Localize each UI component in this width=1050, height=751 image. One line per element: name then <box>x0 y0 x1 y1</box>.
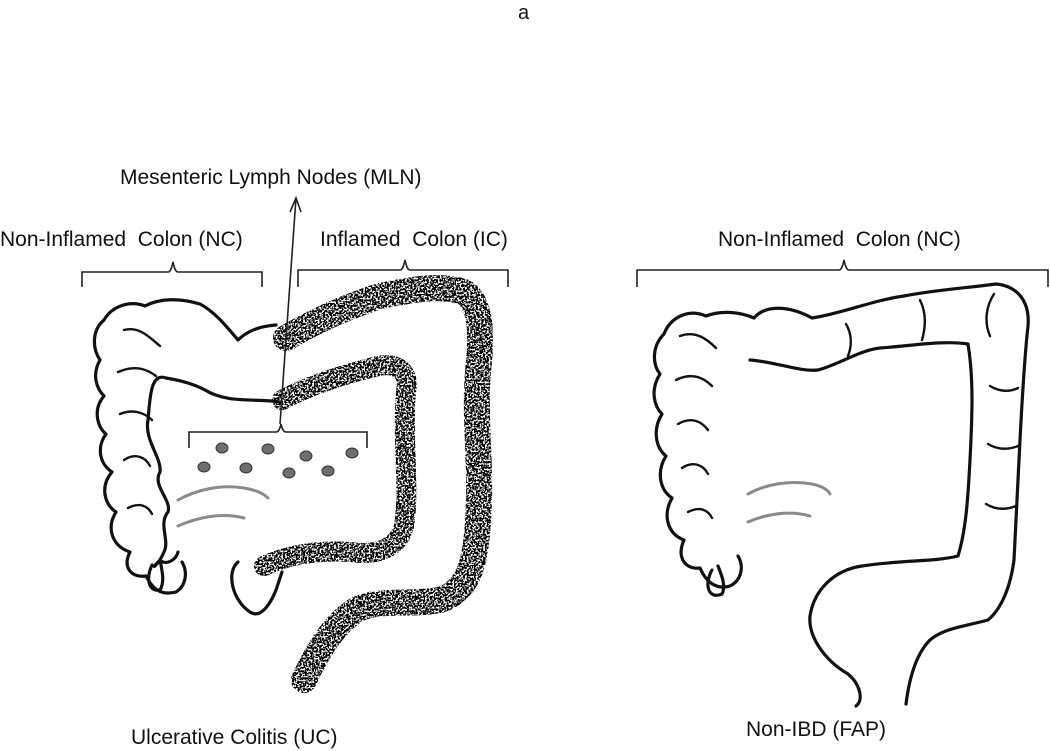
uc-inflamed-colon <box>254 275 494 693</box>
uc-brackets <box>81 259 509 448</box>
lymph-node <box>299 450 313 462</box>
uc-haustra <box>116 328 162 516</box>
fap-caption: Non-IBD (FAP) <box>746 718 887 741</box>
lymph-node <box>215 442 229 454</box>
uc-non-inflamed-label: Non-Inflamed Colon (NC) <box>0 228 243 251</box>
uc-ascending-colon-outline <box>92 298 284 616</box>
uc-inflamed-outer-wall <box>273 275 494 693</box>
uc-inflamed-label: Inflamed Colon (IC) <box>320 228 508 251</box>
uc-inflamed-inner-wall <box>254 355 417 576</box>
fap-haustra <box>674 292 1020 520</box>
fap-colon-outer-outline <box>652 282 1030 708</box>
lymph-node <box>261 443 275 455</box>
fap-colon <box>652 282 1030 708</box>
fap-vessels <box>746 480 832 524</box>
uc-colon <box>92 298 284 616</box>
uc-caption: Ulcerative Colitis (UC) <box>131 726 338 749</box>
mln-arrow <box>279 195 302 425</box>
nc-bracket-right <box>636 259 1049 287</box>
lymph-nodes <box>197 442 359 479</box>
ic-bracket <box>297 259 509 287</box>
panel-letter: a <box>518 2 530 24</box>
nc-bracket-left <box>81 261 263 287</box>
mln-label: Mesenteric Lymph Nodes (MLN) <box>120 166 422 189</box>
lymph-node <box>282 467 296 479</box>
fap-non-inflamed-label: Non-Inflamed Colon (NC) <box>718 228 961 251</box>
lymph-node <box>239 462 253 474</box>
mln-bracket <box>188 423 368 448</box>
uc-vessels <box>176 485 270 528</box>
lymph-node <box>197 461 211 473</box>
fap-brackets <box>636 259 1049 287</box>
lymph-node <box>321 465 335 477</box>
lymph-node <box>345 447 359 459</box>
